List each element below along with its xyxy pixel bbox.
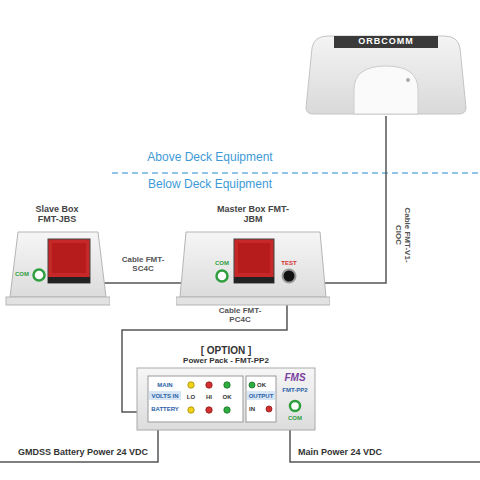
cable-connector (325, 116, 386, 283)
housing-bounds (6, 232, 110, 305)
deck-zone-label: Above Deck Equipment (120, 150, 300, 164)
housing-bounds (176, 232, 330, 305)
power-source-label: GMDSS Battery Power 24 VDC (18, 447, 148, 457)
status-label: OK (257, 382, 273, 389)
deck-divider (112, 172, 480, 174)
indicator-label: BATTERY (149, 406, 181, 413)
cable-connector (104, 282, 181, 284)
port-label: COM (210, 260, 234, 267)
cable-label: Cable FMT-V1-CIOC (394, 204, 412, 266)
brand-logo: FMS (278, 372, 312, 383)
main-power-wire (290, 430, 480, 462)
brand-name: ORBCOMM (334, 37, 438, 47)
antenna-node: ORBCOMM (298, 28, 474, 116)
port-label: COM (278, 415, 312, 422)
master-box: Master Box FMT-JBM COM TEST (176, 205, 330, 306)
box-heading: Slave Box FMT-JBS (27, 205, 87, 225)
level-label: OK (217, 394, 237, 401)
cable-label: Cable FMT-PC4C (215, 306, 265, 324)
power-source-label: Main Power 24 VDC (298, 447, 382, 457)
level-label: LO (181, 394, 201, 401)
indicator-label: VOLTS IN (149, 393, 181, 400)
unit-heading: Power Pack - FMT-PP2 (135, 357, 317, 366)
cable-label: Cable FMT-SC4C (117, 255, 169, 273)
port-label: COM (13, 271, 31, 278)
battery-wire (0, 430, 158, 462)
power-pack: [ OPTION ]Power Pack - FMT-PP2MAIN VOLTS … (135, 345, 317, 432)
test-button-label: TEST (275, 260, 303, 267)
box-heading: Master Box FMT-JBM (216, 205, 290, 225)
deck-zone-label: Below Deck Equipment (120, 177, 300, 191)
status-label: IN (249, 406, 263, 413)
option-heading: [ OPTION ] (135, 345, 317, 356)
model-label: FMT-PP2 (276, 387, 314, 394)
level-label: HI (199, 394, 219, 401)
indicator-label: MAIN (149, 382, 181, 389)
slave-box: Slave Box FMT-JBS COM (4, 205, 110, 306)
status-label: OUTPUT (246, 393, 276, 400)
